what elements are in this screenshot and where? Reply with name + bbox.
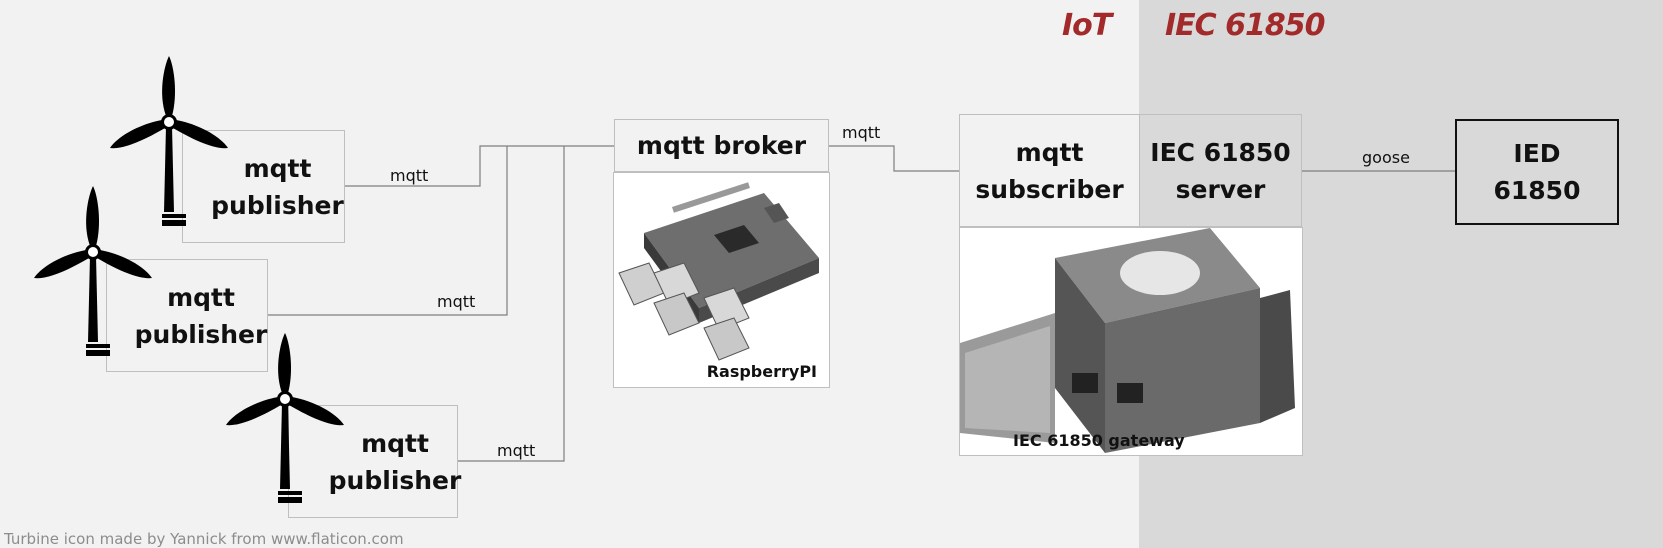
iec61850-gateway-device-icon — [960, 228, 1295, 453]
wind-turbine-icon — [34, 186, 152, 356]
subscriber-line2: subscriber — [975, 174, 1124, 204]
publisher-2-line2: publisher — [134, 319, 268, 349]
zone-title-iec61850: IEC 61850 — [1165, 8, 1325, 43]
ied-line2: 61850 — [1493, 176, 1581, 205]
gateway-caption: IEC 61850 gateway — [1013, 431, 1185, 450]
subscriber-line1: mqtt — [1015, 137, 1084, 167]
mqtt-broker: mqtt broker — [614, 119, 829, 172]
wire-publisher-3-broker — [458, 146, 565, 462]
edge-label-mqtt-4: mqtt — [842, 123, 881, 142]
wire-publisher-1-broker — [345, 145, 614, 187]
edge-label-mqtt-1: mqtt — [390, 166, 429, 185]
publisher-1-line2: publisher — [211, 190, 344, 220]
edge-label-mqtt-3: mqtt — [497, 441, 536, 460]
ied-61850: IED 61850 — [1455, 119, 1619, 225]
mqtt-subscriber: mqtt subscriber — [959, 114, 1140, 227]
ied-line1: IED — [1513, 139, 1561, 168]
raspberry-pi-photo: RaspberryPI — [613, 172, 830, 388]
wind-turbine-icon — [110, 56, 228, 226]
edge-label-mqtt-2: mqtt — [437, 292, 476, 311]
mqtt-publisher-1: mqtt publisher — [182, 130, 345, 243]
raspberry-pi-caption: RaspberryPI — [706, 362, 817, 381]
iec61850-server: IEC 61850 server — [1139, 114, 1302, 227]
publisher-3-line2: publisher — [328, 465, 462, 495]
icon-credit-text: Turbine icon made by Yannick from www.fl… — [4, 530, 404, 548]
publisher-1-line1: mqtt — [243, 153, 312, 183]
zone-title-iot: IoT — [1062, 8, 1112, 43]
server-line2: server — [1175, 174, 1266, 204]
publisher-3-line1: mqtt — [361, 428, 429, 458]
mqtt-publisher-2: mqtt publisher — [106, 259, 268, 372]
publisher-2-line1: mqtt — [167, 282, 235, 312]
wire-publisher-2-broker — [268, 146, 508, 316]
broker-label: mqtt broker — [636, 131, 807, 160]
server-line1: IEC 61850 — [1150, 137, 1291, 167]
wire-broker-subscriber — [829, 145, 959, 172]
iec61850-gateway-photo: IEC 61850 gateway — [959, 227, 1303, 456]
wind-turbine-icon — [226, 333, 344, 503]
edge-label-goose: goose — [1362, 148, 1410, 167]
raspberry-pi-board-icon — [618, 182, 819, 361]
